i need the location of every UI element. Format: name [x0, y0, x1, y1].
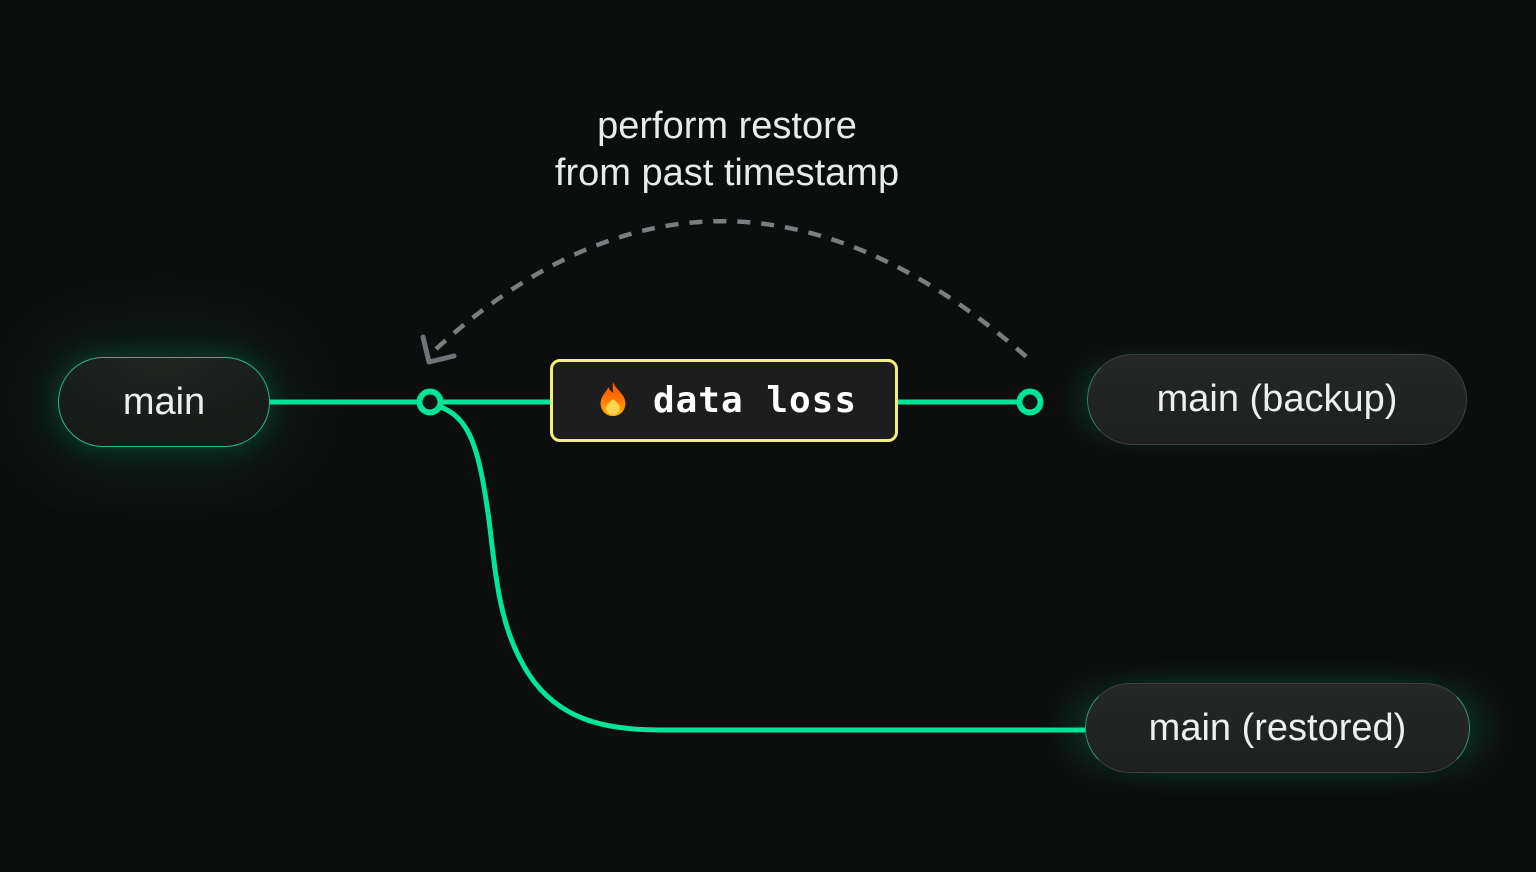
branch-main-restored-label: main (restored): [1148, 706, 1407, 749]
data-loss-node: data loss: [550, 359, 898, 442]
commit-node-left: [416, 388, 444, 416]
restore-arc: [434, 219, 1032, 362]
data-loss-label: data loss: [652, 380, 858, 421]
branch-main-backup: main (backup): [1087, 354, 1467, 445]
branch-main-label: main: [122, 380, 206, 423]
edge-main-to-restored: [429, 401, 1087, 733]
commit-node-right: [1016, 388, 1044, 416]
fire-icon: [600, 381, 626, 416]
branch-main-restored: main (restored): [1085, 683, 1470, 773]
arrowhead-icon: [420, 334, 457, 365]
branch-main-backup-label: main (backup): [1156, 378, 1398, 420]
branch-main: main: [58, 357, 270, 447]
annotation-line-2: from past timestamp: [554, 152, 900, 194]
annotation-line-1: perform restore: [597, 105, 857, 147]
restore-annotation: perform restore from past timestamp: [555, 103, 899, 197]
